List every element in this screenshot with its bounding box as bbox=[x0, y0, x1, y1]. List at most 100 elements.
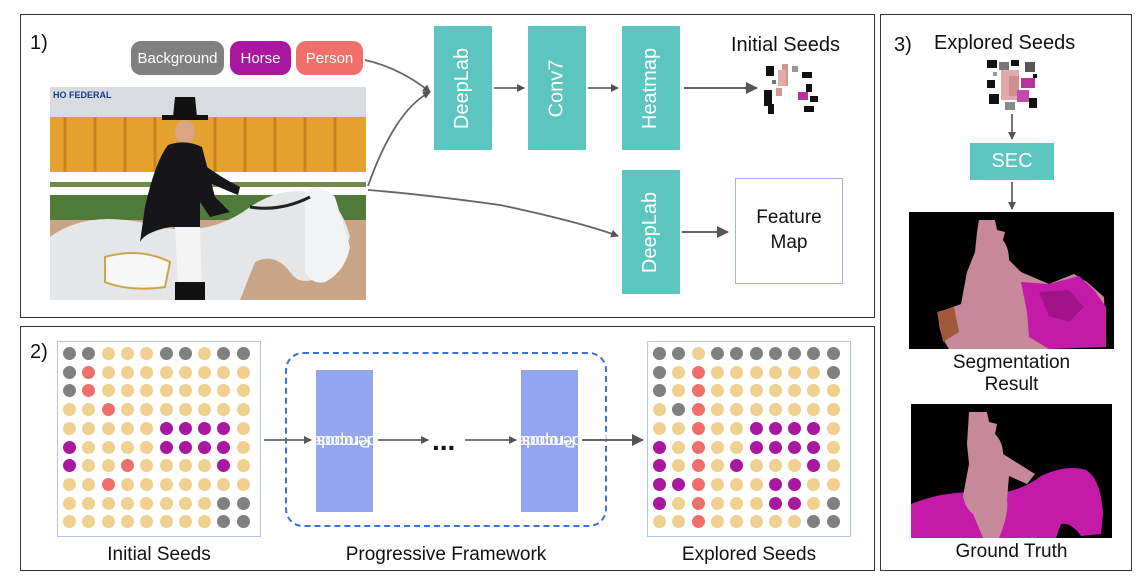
background-seed-dot bbox=[82, 347, 96, 360]
background-seed-dot bbox=[730, 347, 744, 360]
horse-seed-dot bbox=[768, 477, 782, 491]
unlabeled-seed-dot bbox=[120, 347, 134, 360]
unlabeled-seed-dot bbox=[63, 421, 76, 435]
unlabeled-seed-dot bbox=[63, 477, 76, 491]
unlabeled-seed-dot bbox=[749, 496, 763, 510]
unlabeled-seed-dot bbox=[159, 496, 173, 510]
unlabeled-seed-dot bbox=[749, 384, 763, 398]
horse-seed-dot bbox=[217, 440, 231, 454]
unlabeled-seed-dot bbox=[178, 384, 192, 398]
horse-seed-dot bbox=[788, 421, 802, 435]
person-seed-dot bbox=[691, 365, 705, 379]
unlabeled-seed-dot bbox=[82, 403, 96, 417]
unlabeled-seed-dot bbox=[236, 421, 250, 435]
unlabeled-seed-dot bbox=[140, 440, 154, 454]
sec-label: SEC bbox=[991, 150, 1033, 172]
background-seed-dot bbox=[807, 347, 821, 360]
unlabeled-seed-dot bbox=[101, 384, 115, 398]
background-seed-dot bbox=[768, 347, 782, 360]
unlabeled-seed-dot bbox=[140, 421, 154, 435]
person-seed-dot bbox=[82, 365, 96, 379]
background-seed-dot bbox=[826, 515, 840, 529]
explored-seeds-grid bbox=[647, 341, 851, 537]
unlabeled-seed-dot bbox=[710, 459, 724, 473]
unlabeled-seed-dot bbox=[788, 459, 802, 473]
unlabeled-seed-dot bbox=[788, 403, 802, 417]
panel-2-label: 2) bbox=[30, 341, 48, 363]
unlabeled-seed-dot bbox=[178, 459, 192, 473]
unlabeled-seed-dot bbox=[710, 384, 724, 398]
horse-seed-dot bbox=[730, 459, 744, 473]
person-seed-dot bbox=[101, 403, 115, 417]
unlabeled-seed-dot bbox=[730, 440, 744, 454]
horse-seed-dot bbox=[807, 459, 821, 473]
horse-seed-dot bbox=[768, 421, 782, 435]
unlabeled-seed-dot bbox=[82, 477, 96, 491]
unlabeled-seed-dot bbox=[807, 477, 821, 491]
unlabeled-seed-dot bbox=[198, 384, 212, 398]
unlabeled-seed-dot bbox=[730, 477, 744, 491]
feature-map-line2: Map bbox=[770, 232, 808, 253]
unlabeled-seed-dot bbox=[768, 515, 782, 529]
horse-seed-dot bbox=[788, 496, 802, 510]
unlabeled-seed-dot bbox=[217, 477, 231, 491]
unlabeled-seed-dot bbox=[101, 440, 115, 454]
unlabeled-seed-dot bbox=[826, 477, 840, 491]
unlabeled-seed-dot bbox=[749, 459, 763, 473]
ellipsis: ... bbox=[432, 425, 456, 456]
explored-seeds-thumbnail bbox=[985, 58, 1039, 112]
unlabeled-seed-dot bbox=[653, 403, 666, 417]
horse-seed-dot bbox=[217, 421, 231, 435]
unlabeled-seed-dot bbox=[653, 515, 666, 529]
unlabeled-seed-dot bbox=[730, 403, 744, 417]
unlabeled-seed-dot bbox=[788, 365, 802, 379]
horse-seed-dot bbox=[159, 440, 173, 454]
background-seed-dot bbox=[63, 347, 76, 360]
unlabeled-seed-dot bbox=[82, 440, 96, 454]
unlabeled-seed-dot bbox=[101, 421, 115, 435]
heatmap-block: Heatmap bbox=[622, 26, 680, 150]
unlabeled-seed-dot bbox=[159, 477, 173, 491]
unlabeled-seed-dot bbox=[768, 459, 782, 473]
background-seed-dot bbox=[788, 347, 802, 360]
person-seed-dot bbox=[691, 477, 705, 491]
unlabeled-seed-dot bbox=[672, 440, 686, 454]
background-seed-dot bbox=[236, 347, 250, 360]
horse-seed-dot bbox=[63, 440, 76, 454]
unlabeled-seed-dot bbox=[140, 515, 154, 529]
unlabeled-seed-dot bbox=[672, 515, 686, 529]
horse-seed-dot bbox=[672, 477, 686, 491]
unlabeled-seed-dot bbox=[63, 515, 76, 529]
unlabeled-seed-dot bbox=[217, 403, 231, 417]
unlabeled-seed-dot bbox=[198, 515, 212, 529]
person-seed-dot bbox=[691, 496, 705, 510]
horse-seed-dot bbox=[653, 477, 666, 491]
unlabeled-seed-dot bbox=[101, 365, 115, 379]
panel-1-label: 1) bbox=[30, 32, 48, 54]
unlabeled-seed-dot bbox=[101, 459, 115, 473]
unlabeled-seed-dot bbox=[826, 440, 840, 454]
unlabeled-seed-dot bbox=[672, 384, 686, 398]
unlabeled-seed-dot bbox=[826, 459, 840, 473]
background-seed-dot bbox=[749, 347, 763, 360]
unlabeled-seed-dot bbox=[730, 384, 744, 398]
unlabeled-seed-dot bbox=[159, 459, 173, 473]
person-seed-dot bbox=[101, 477, 115, 491]
unlabeled-seed-dot bbox=[120, 515, 134, 529]
unlabeled-seed-dot bbox=[120, 421, 134, 435]
horse-seed-dot bbox=[653, 440, 666, 454]
horse-seed-dot bbox=[63, 459, 76, 473]
unlabeled-seed-dot bbox=[101, 496, 115, 510]
unlabeled-seed-dot bbox=[198, 477, 212, 491]
unlabeled-seed-dot bbox=[198, 347, 212, 360]
unlabeled-seed-dot bbox=[826, 421, 840, 435]
unlabeled-seed-dot bbox=[730, 365, 744, 379]
unlabeled-seed-dot bbox=[82, 515, 96, 529]
unlabeled-seed-dot bbox=[826, 403, 840, 417]
unlabeled-seed-dot bbox=[826, 384, 840, 398]
unlabeled-seed-dot bbox=[672, 421, 686, 435]
horse-seed-dot bbox=[788, 440, 802, 454]
horse-seed-dot bbox=[749, 440, 763, 454]
